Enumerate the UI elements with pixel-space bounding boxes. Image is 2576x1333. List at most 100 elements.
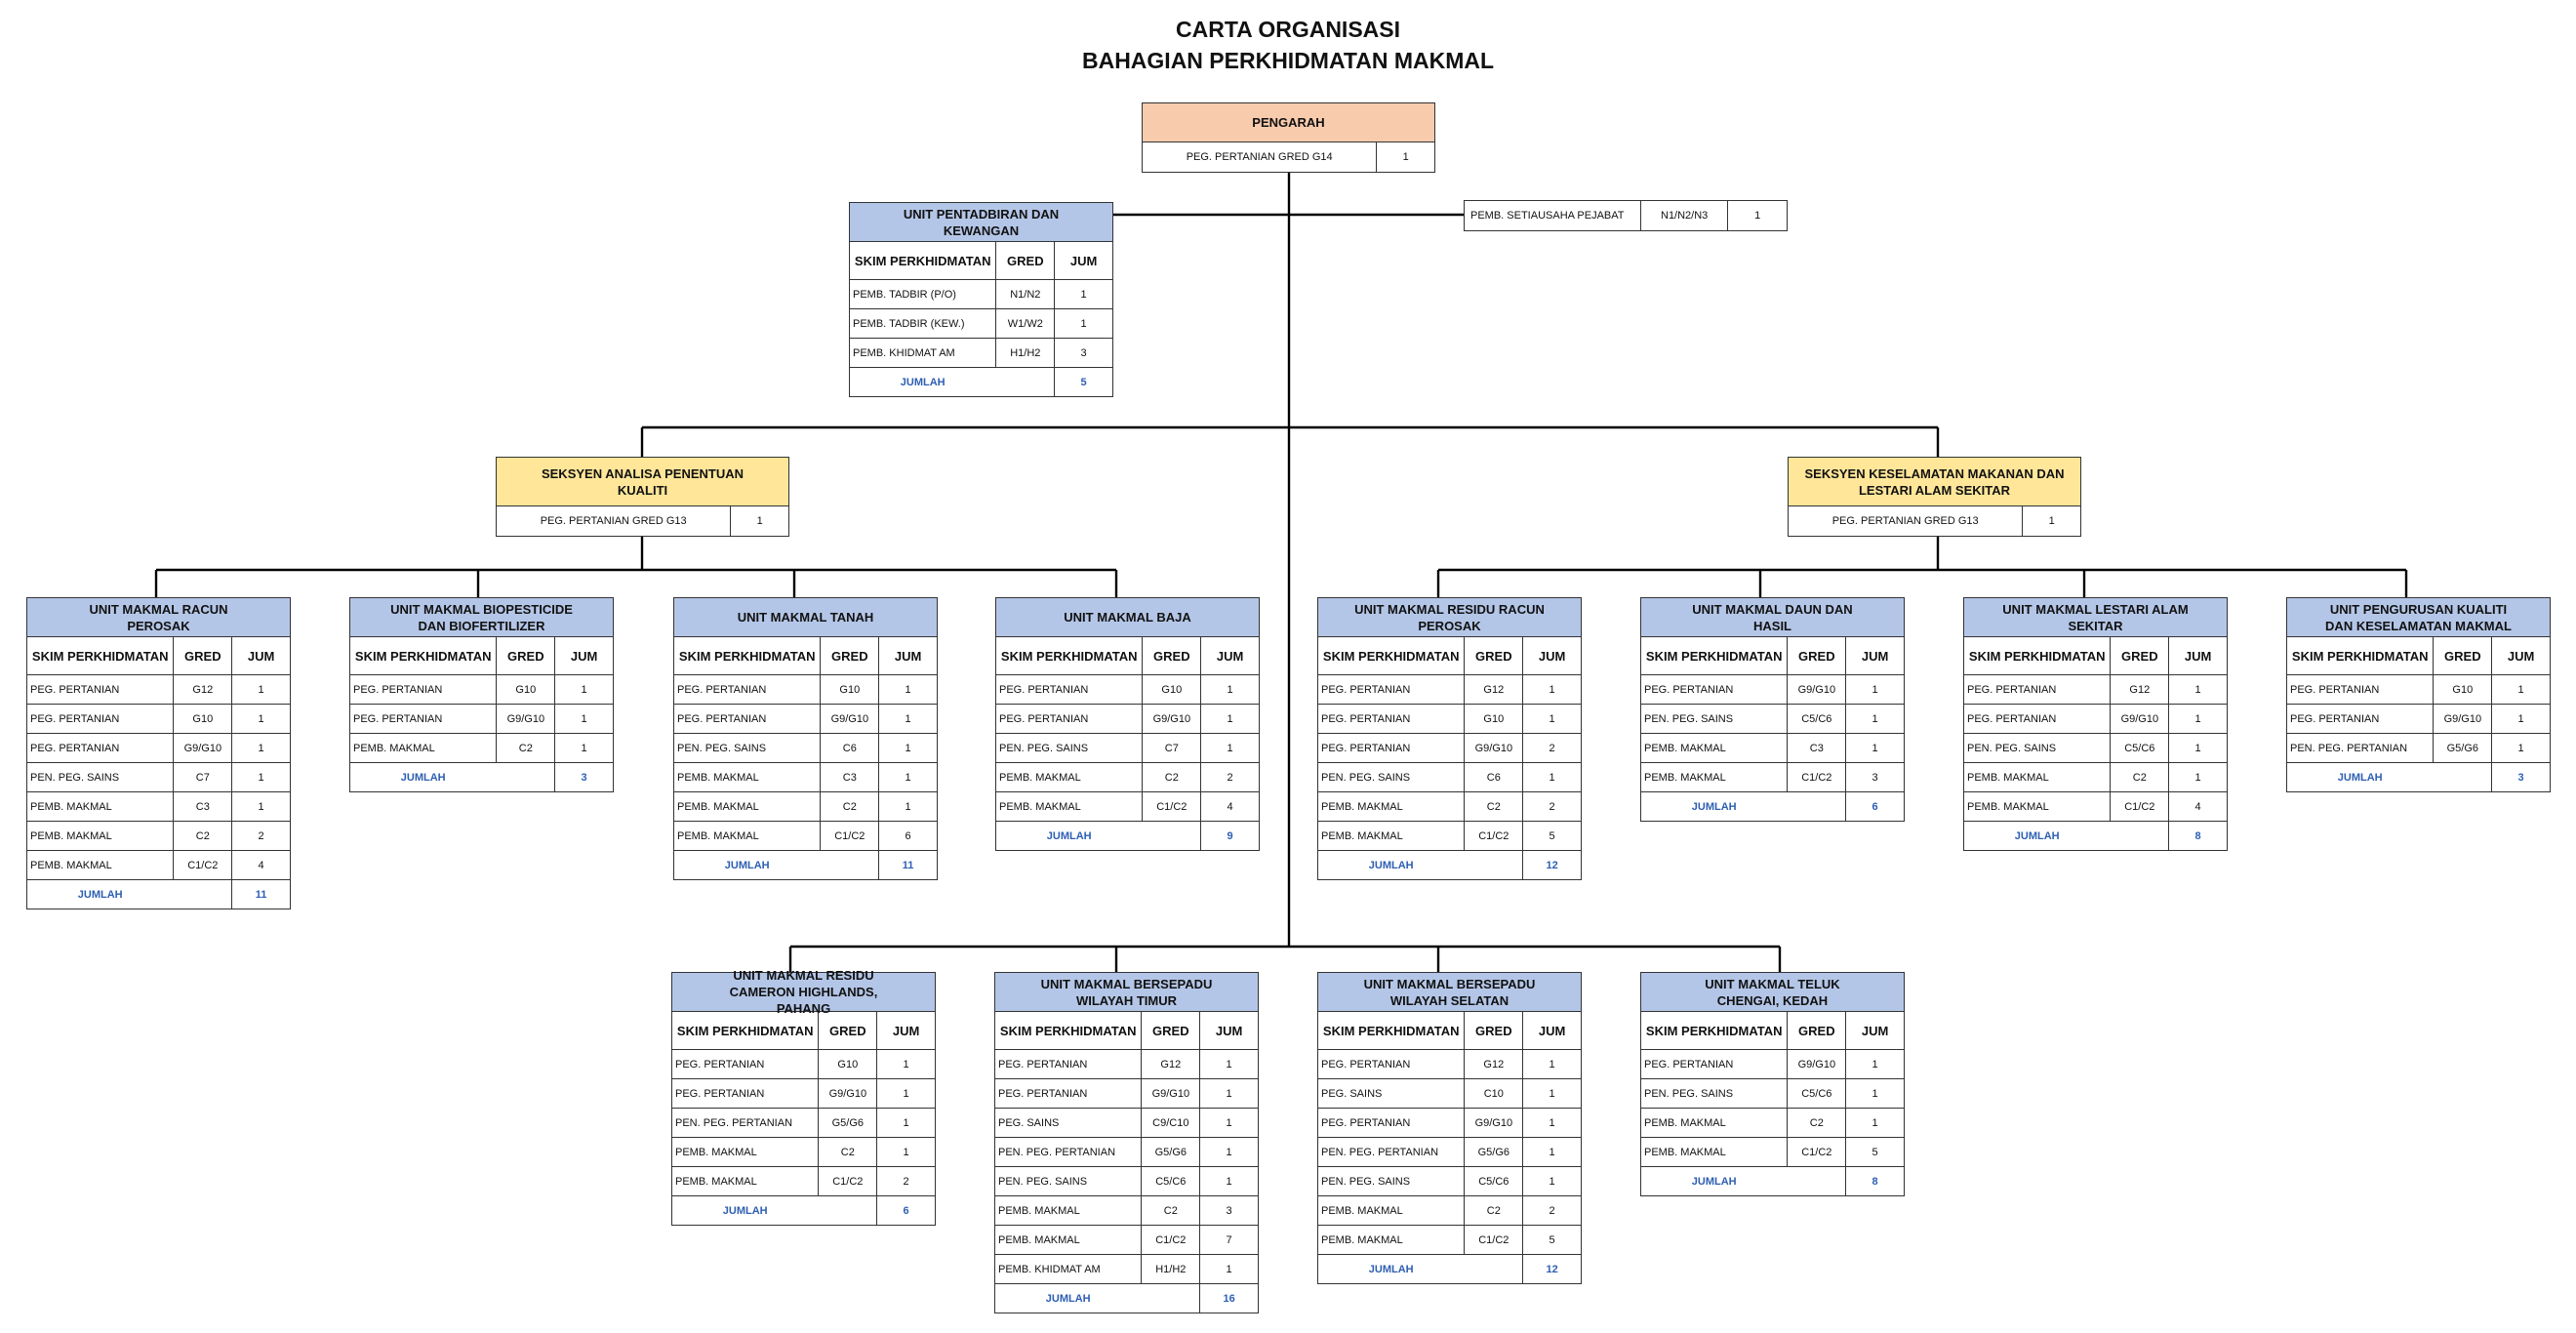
column-header-skim: SKIM PERKHIDMATAN (999, 1023, 1137, 1038)
cell-skim: PEG. PERTANIAN (2290, 712, 2380, 725)
cell-skim: PEG. PERTANIAN (675, 1058, 765, 1070)
setiausaha-count: 1 (1727, 201, 1787, 230)
jumlah-total: 9 (1200, 822, 1259, 850)
cell-gred: C2 (496, 734, 554, 762)
jumlah-total: 3 (554, 763, 613, 791)
unit-title: UNIT MAKMAL TANAH (674, 598, 937, 637)
cell-skim: PEN. PEG. SAINS (999, 742, 1089, 754)
cell-gred: G9/G10 (820, 705, 878, 733)
cell-skim: PEG. PERTANIAN (1321, 1116, 1411, 1129)
column-header-jum: JUM (1199, 1012, 1258, 1049)
column-header-skim: SKIM PERKHIDMATAN (1968, 648, 2106, 664)
column-header-gred: GRED (2433, 637, 2491, 674)
cell-gred: G9/G10 (2110, 705, 2168, 733)
cell-skim: PEMB. MAKMAL (353, 742, 435, 754)
cell-skim: PEG. PERTANIAN (999, 712, 1089, 725)
column-header-skim: SKIM PERKHIDMATAN (1000, 648, 1138, 664)
jumlah-spacer (1464, 1255, 1522, 1283)
cell-gred: H1/H2 (1141, 1255, 1199, 1283)
cell-gred: C7 (1142, 734, 1200, 762)
seksyen-analisa-count: 1 (730, 506, 788, 536)
cell-skim: PEG. PERTANIAN (999, 683, 1089, 696)
cell-jum: 1 (1522, 1079, 1581, 1108)
jumlah-spacer (496, 763, 554, 791)
seksyen-analisa-title: SEKSYEN ANALISA PENENTUAN KUALITI (497, 458, 788, 506)
cell-jum: 2 (1522, 1196, 1581, 1225)
cell-skim: PEMB. MAKMAL (675, 1146, 757, 1158)
unit-title: UNIT MAKMAL RESIDU CAMERON HIGHLANDS, PA… (672, 968, 935, 1016)
unit-box-cameron: UNIT MAKMAL RESIDU CAMERON HIGHLANDS, PA… (671, 968, 936, 1226)
cell-jum: 3 (1054, 339, 1112, 367)
cell-jum: 4 (1200, 792, 1259, 821)
pengarah-box: PENGARAH PEG. PERTANIAN GRED G14 1 (1142, 102, 1435, 173)
column-header-gred: GRED (2110, 637, 2168, 674)
cell-gred: C2 (818, 1138, 876, 1166)
cell-skim: PEMB. MAKMAL (677, 800, 759, 813)
cell-skim: PEG. PERTANIAN (1321, 712, 1411, 725)
cell-gred: G10 (173, 705, 231, 733)
cell-jum: 1 (554, 705, 613, 733)
chart-title-line2: BAHAGIAN PERKHIDMATAN MAKMAL (1081, 48, 1495, 73)
cell-gred: C5/C6 (1141, 1167, 1199, 1195)
cell-jum: 1 (1522, 763, 1581, 791)
jumlah-label: JUMLAH (1045, 1292, 1091, 1305)
jumlah-label: JUMLAH (1046, 829, 1092, 842)
cell-skim: PEMB. MAKMAL (30, 859, 112, 871)
column-header-skim: SKIM PERKHIDMATAN (676, 1023, 814, 1038)
column-header-skim: SKIM PERKHIDMATAN (1645, 1023, 1783, 1038)
cell-skim: PEG. SAINS (998, 1116, 1060, 1129)
cell-skim: PEG. PERTANIAN (2290, 683, 2380, 696)
cell-skim: PEG. PERTANIAN (30, 683, 120, 696)
cell-skim: PEN. PEG. SAINS (30, 771, 120, 784)
cell-gred: G9/G10 (1787, 675, 1845, 704)
cell-jum: 1 (878, 675, 937, 704)
cell-skim: PEMB. MAKMAL (30, 829, 112, 842)
cell-jum: 1 (1200, 675, 1259, 704)
column-header-skim: SKIM PERKHIDMATAN (354, 648, 492, 664)
cell-gred: G10 (1142, 675, 1200, 704)
cell-skim: PEMB. MAKMAL (1644, 742, 1726, 754)
cell-skim: PEG. PERTANIAN (677, 712, 767, 725)
cell-jum: 2 (1200, 763, 1259, 791)
cell-jum: 1 (878, 763, 937, 791)
cell-jum: 1 (1845, 1109, 1904, 1137)
cell-gred: C1/C2 (2110, 792, 2168, 821)
cell-gred: G9/G10 (496, 705, 554, 733)
cell-skim: PEG. PERTANIAN (30, 712, 120, 725)
jumlah-label: JUMLAH (900, 376, 946, 388)
jumlah-total: 8 (1845, 1167, 1904, 1195)
cell-skim: PEMB. TADBIR (P/O) (853, 288, 956, 301)
column-header-jum: JUM (878, 637, 937, 674)
